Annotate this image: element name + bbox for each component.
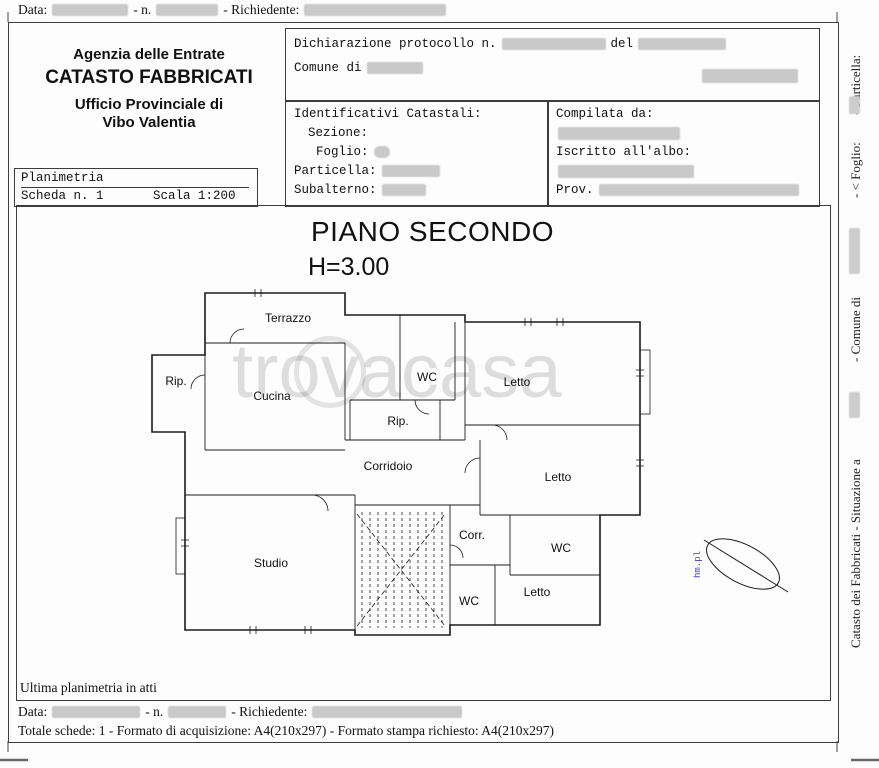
- agency-line3: Ufficio Provinciale di: [74, 96, 224, 113]
- richiedente-label: - Richiedente:: [223, 2, 300, 17]
- number-label: - n.: [145, 704, 164, 719]
- particella-label: Particella:: [294, 164, 377, 178]
- plan-title: PIANO SECONDO: [311, 216, 554, 247]
- redacted-value: [849, 392, 860, 418]
- watermark-ring: [294, 336, 366, 408]
- planimetria-title: Planimetria: [21, 171, 249, 188]
- del-label: del: [610, 37, 634, 51]
- side-label-foglio: - < Foglio:: [848, 142, 863, 198]
- data-label: Data:: [18, 2, 48, 17]
- redacted-value: [168, 706, 227, 718]
- compilata-box: Compilata da: Iscritto all'albo: Prov.: [547, 100, 820, 207]
- ultima-planimetria-note: Ultima planimetria in atti: [20, 680, 157, 695]
- protocollo-label: Dichiarazione protocollo n.: [294, 37, 497, 51]
- planimetria-box: Planimetria Scheda n. 1 Scala 1:200: [14, 168, 258, 207]
- comune-label: Comune di: [294, 61, 362, 75]
- redacted-value: [156, 4, 219, 16]
- prov-label: Prov.: [556, 183, 594, 197]
- declaration-line2: Comune di: [294, 61, 423, 75]
- agency-line4: Vibo Valentia: [102, 114, 196, 131]
- declaration-box: Dichiarazione protocollo n. del Comune d…: [285, 28, 820, 102]
- redacted-value: [598, 184, 799, 196]
- subalterno-row: Subalterno:: [294, 183, 426, 197]
- richiedente-label: - Richiedente:: [231, 704, 308, 719]
- agency-line1: Agenzia delle Entrate: [73, 46, 225, 63]
- redacted-value: [52, 4, 129, 16]
- redacted-value: [312, 706, 463, 718]
- watermark-text: trovacasa: [232, 329, 562, 414]
- redacted-value: [366, 62, 423, 74]
- redacted-value: [304, 4, 447, 16]
- scala-label: Scala 1:200: [153, 189, 236, 203]
- totale-schede-line: Totale schede: 1 - Formato di acquisizio…: [18, 723, 554, 738]
- declaration-line1: Dichiarazione protocollo n. del: [294, 37, 727, 51]
- compilata-da-label: Compilata da:: [556, 107, 654, 121]
- scheda-label: Scheda n. 1: [21, 189, 104, 203]
- redacted-value: [501, 38, 606, 50]
- prov-row: Prov.: [556, 183, 799, 197]
- redacted-value: [702, 69, 798, 83]
- data-label: Data:: [18, 704, 48, 719]
- subalterno-label: Subalterno:: [294, 183, 377, 197]
- redacted-value: [373, 146, 390, 158]
- redacted-value: [849, 228, 860, 274]
- redacted-value: [381, 165, 440, 177]
- particella-row: Particella:: [294, 164, 440, 178]
- foglio-label: Foglio:: [316, 145, 369, 159]
- plan-height-label: H=3.00: [308, 253, 390, 281]
- redacted-value: [558, 165, 694, 178]
- foglio-row: Foglio:: [316, 145, 390, 159]
- agency-line2: CATASTO FABBRICATI: [45, 67, 253, 88]
- redacted-value: [849, 96, 860, 114]
- identificativi-title: Identificativi Catastali:: [294, 107, 482, 121]
- redacted-value: [558, 127, 680, 140]
- iscritto-albo-label: Iscritto all'albo:: [556, 145, 692, 159]
- redacted-value: [638, 38, 727, 50]
- number-label: - n.: [133, 2, 152, 17]
- side-label-catasto: Catasto dei Fabbricati - Situazione a: [848, 459, 863, 648]
- top-data-line: Data: - n. - Richiedente:: [18, 2, 447, 18]
- identificativi-box: Identificativi Catastali: Sezione: Fogli…: [285, 100, 549, 207]
- redacted-value: [52, 706, 141, 718]
- agency-header: Agenzia delle Entrate CATASTO FABBRICATI…: [40, 46, 258, 131]
- bottom-data-line: Data: - n. - Richiedente:: [18, 704, 463, 720]
- side-label-comune: - Comune di: [848, 297, 863, 362]
- plan-area-box: [16, 205, 831, 701]
- sezione-label: Sezione:: [308, 126, 369, 140]
- redacted-value: [381, 184, 426, 196]
